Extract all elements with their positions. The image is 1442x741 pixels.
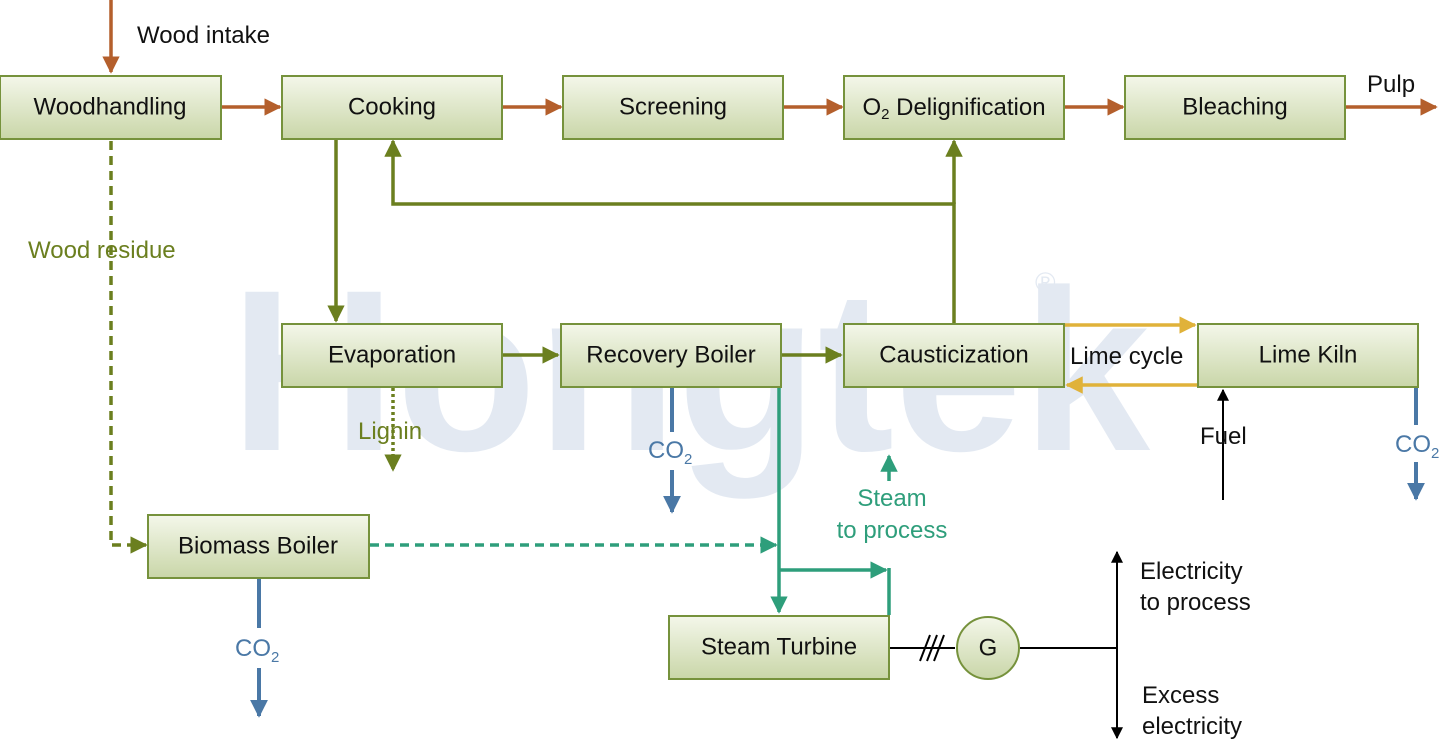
causticization-box: Causticization [843,323,1065,388]
screening-box: Screening [562,75,784,140]
biomass-boiler-label: Biomass Boiler [178,533,338,560]
steam-to-process-label-line1: Steam [857,485,926,512]
steam-turbine-label: Steam Turbine [701,634,857,661]
screening-label: Screening [619,94,727,121]
evaporation-box: Evaporation [281,323,503,388]
white-liquor-to-cooking-arrow [384,139,956,324]
recovery-boiler-box: Recovery Boiler [560,323,782,388]
lime-cycle-label: Lime cycle [1070,343,1183,370]
biomass-co2-label: CO2 [235,635,279,666]
steam-to-process-label-line2: to process [837,517,948,544]
delignification-label: O2 Delignification [862,94,1045,123]
watermark-registered-mark: ® [1035,267,1056,298]
shaft-hatch-1 [919,634,931,662]
kiln-co2-label: CO2 [1395,431,1439,462]
lignin-label: Lignin [358,418,422,445]
evaporation-label: Evaporation [328,342,456,369]
woodhandling-box: Woodhandling [0,75,222,140]
generator-symbol: G [956,616,1020,680]
pulp-label: Pulp [1367,71,1415,98]
excess-electricity-label-line1: Excess [1142,682,1219,709]
wood-residue-label: Wood residue [28,237,176,264]
generator-label: G [979,635,998,662]
causticization-label: Causticization [879,342,1028,369]
electricity-to-process-label-line2: to process [1140,589,1251,616]
bleaching-box: Bleaching [1124,75,1346,140]
fuel-label: Fuel [1200,423,1247,450]
recovery-co2-label: CO2 [648,437,692,468]
biomass-boiler-box: Biomass Boiler [147,514,370,579]
lime-kiln-label: Lime Kiln [1259,342,1358,369]
cooking-box: Cooking [281,75,503,140]
recovery-boiler-label: Recovery Boiler [586,342,755,369]
cooking-label: Cooking [348,94,436,121]
steam-turbine-box: Steam Turbine [668,615,890,680]
lime-kiln-box: Lime Kiln [1197,323,1419,388]
excess-electricity-label-line2: electricity [1142,713,1242,740]
delignification-box: O2 Delignification [843,75,1065,140]
electricity-to-process-label-line1: Electricity [1140,558,1243,585]
shaft-hatch-2 [926,634,938,662]
woodhandling-label: Woodhandling [33,94,186,121]
wood-residue-line [109,141,148,554]
bleaching-label: Bleaching [1182,94,1287,121]
shaft-hatch-3 [933,634,945,662]
wood-intake-label: Wood intake [137,22,270,49]
